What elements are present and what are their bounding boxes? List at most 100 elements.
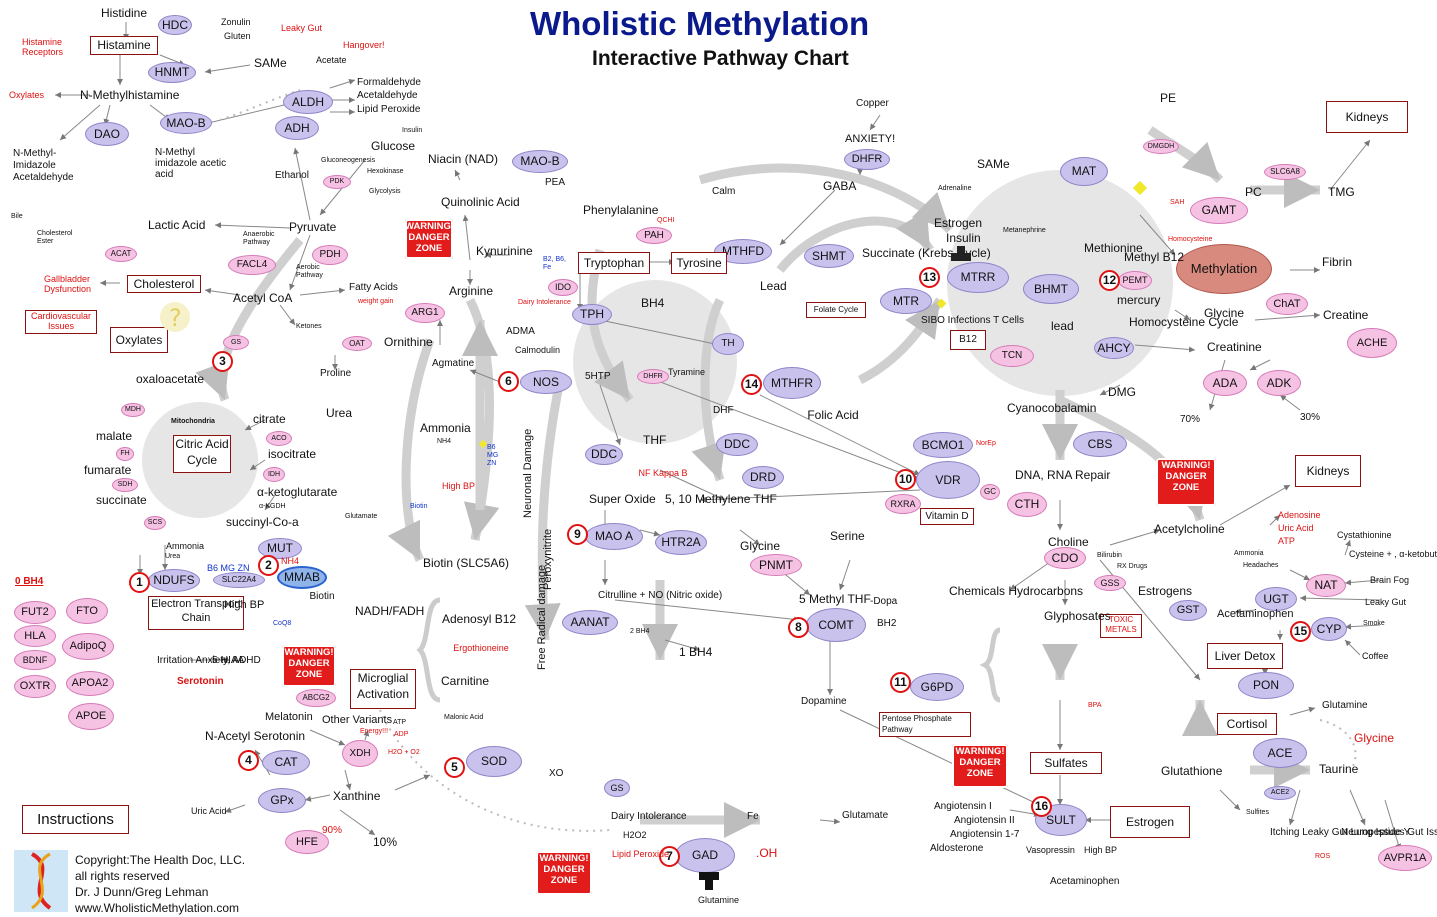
enzyme-avpr1a[interactable]: AVPR1A: [1378, 845, 1432, 871]
box-vitamin-d[interactable]: Vitamin D: [920, 508, 974, 525]
enzyme-mthfr[interactable]: MTHFR: [763, 367, 821, 399]
enzyme-hfe[interactable]: HFE: [285, 830, 329, 854]
box-liver-detox[interactable]: Liver Detox: [1207, 643, 1283, 669]
enzyme-dao[interactable]: DAO: [85, 122, 129, 146]
enzyme-gamt[interactable]: GAMT: [1190, 197, 1248, 224]
enzyme-gst[interactable]: GST: [1169, 600, 1207, 621]
enzyme-cdo[interactable]: CDO: [1044, 547, 1086, 569]
enzyme-ugt[interactable]: UGT: [1255, 587, 1297, 611]
enzyme-fh[interactable]: FH: [116, 447, 134, 461]
enzyme-shmt[interactable]: SHMT: [804, 244, 854, 268]
step-14-badge[interactable]: 14: [741, 374, 762, 395]
box-sulfates[interactable]: Sulfates: [1030, 752, 1102, 774]
enzyme-ddc-1[interactable]: DDC: [585, 444, 623, 465]
enzyme-slc6a8[interactable]: SLC6A8: [1264, 164, 1306, 180]
step-13-badge[interactable]: 13: [919, 267, 940, 288]
enzyme-methylation[interactable]: Methylation: [1176, 244, 1272, 294]
enzyme-ahcy[interactable]: AHCY: [1094, 337, 1134, 359]
enzyme-adk[interactable]: ADK: [1257, 370, 1301, 396]
enzyme-ace[interactable]: ACE: [1253, 738, 1307, 768]
enzyme-ddc-2[interactable]: DDC: [716, 433, 758, 456]
enzyme-ace2[interactable]: ACE2: [1264, 786, 1296, 800]
enzyme-chat[interactable]: ChAT: [1266, 293, 1308, 315]
enzyme-bcmo1[interactable]: BCMO1: [913, 432, 973, 458]
step-8-badge[interactable]: 8: [788, 617, 809, 638]
variant-bdnf[interactable]: BDNF: [14, 650, 56, 670]
enzyme-aanat[interactable]: AANAT: [562, 610, 618, 635]
variant-oxtr[interactable]: OXTR: [14, 675, 56, 698]
enzyme-sdh[interactable]: SDH: [112, 478, 138, 492]
enzyme-vdr[interactable]: VDR: [916, 461, 980, 499]
enzyme-cth[interactable]: CTH: [1007, 492, 1047, 517]
enzyme-ache[interactable]: ACHE: [1347, 328, 1397, 358]
enzyme-idh[interactable]: IDH: [263, 467, 285, 482]
step-7-badge[interactable]: 7: [659, 846, 680, 867]
variant-fto[interactable]: FTO: [66, 598, 108, 624]
enzyme-dhfr-1[interactable]: DHFR: [637, 369, 669, 384]
step-16-badge[interactable]: 16: [1031, 796, 1052, 817]
box-estrogen[interactable]: Estrogen: [1110, 806, 1190, 838]
box-histamine[interactable]: Histamine: [90, 36, 158, 55]
enzyme-facl4[interactable]: FACL4: [228, 255, 276, 275]
warning-danger-zone-1[interactable]: WARNING! DANGER ZONE: [405, 219, 454, 259]
box-tyrosine[interactable]: Tyrosine: [671, 252, 727, 274]
step-10-badge[interactable]: 10: [895, 469, 916, 490]
enzyme-mut[interactable]: MUT: [258, 538, 302, 559]
box-pentose-phosphate-pathway[interactable]: Pentose Phosphate Pathway: [879, 712, 971, 737]
enzyme-comt[interactable]: COMT: [806, 608, 866, 642]
variant-adipoq[interactable]: AdipoQ: [62, 633, 114, 660]
box-cardiovascular-issues[interactable]: Cardiovascular Issues: [25, 310, 97, 334]
enzyme-nos[interactable]: NOS: [520, 370, 572, 394]
enzyme-mthfd[interactable]: MTHFD: [714, 239, 772, 264]
box-electron-transport-chain[interactable]: Electron Transport Chain: [148, 596, 244, 630]
box-toxic-metals[interactable]: TOXIC METALS: [1100, 614, 1142, 638]
enzyme-pah[interactable]: PAH: [636, 227, 672, 244]
enzyme-gs-2[interactable]: GS: [604, 779, 630, 797]
enzyme-abcg2[interactable]: ABCG2: [296, 689, 336, 707]
warning-danger-zone-2[interactable]: WARNING! DANGER ZONE: [282, 645, 336, 687]
enzyme-tcn[interactable]: TCN: [990, 345, 1034, 367]
enzyme-sod[interactable]: SOD: [466, 746, 522, 777]
box-tryptophan[interactable]: Tryptophan: [578, 252, 650, 274]
step-12-badge[interactable]: 12: [1099, 270, 1120, 291]
enzyme-tph[interactable]: TPH: [572, 304, 612, 325]
step-6-badge[interactable]: 6: [498, 371, 519, 392]
enzyme-bhmt[interactable]: BHMT: [1023, 274, 1079, 304]
enzyme-pnmt[interactable]: PNMT: [750, 554, 802, 576]
warning-danger-zone-3[interactable]: WARNING! DANGER ZONE: [536, 851, 592, 895]
enzyme-th[interactable]: TH: [712, 333, 744, 355]
step-11-badge[interactable]: 11: [890, 672, 911, 693]
enzyme-htr2a[interactable]: HTR2A: [655, 530, 707, 555]
enzyme-dmgdh[interactable]: DMGDH: [1143, 139, 1179, 154]
enzyme-cat[interactable]: CAT: [262, 750, 310, 775]
enzyme-ido[interactable]: IDO: [548, 279, 578, 296]
enzyme-aldh[interactable]: ALDH: [283, 90, 333, 114]
enzyme-cbs[interactable]: CBS: [1073, 431, 1127, 457]
enzyme-acat[interactable]: ACAT: [105, 246, 137, 262]
box-b12[interactable]: B12: [950, 330, 986, 350]
enzyme-pon[interactable]: PON: [1238, 672, 1294, 699]
box-citric-acid-cycle[interactable]: Citric Acid Cycle: [173, 435, 231, 473]
enzyme-pdh[interactable]: PDH: [312, 245, 348, 265]
box-folate-cycle[interactable]: Folate Cycle: [806, 302, 866, 318]
enzyme-oat[interactable]: OAT: [342, 336, 372, 351]
enzyme-adh[interactable]: ADH: [275, 116, 319, 140]
enzyme-pemt[interactable]: PEMT: [1118, 271, 1152, 290]
enzyme-pdk[interactable]: PDK: [323, 175, 351, 189]
enzyme-mao-a[interactable]: MAO A: [585, 523, 643, 550]
enzyme-hnmt[interactable]: HNMT: [148, 62, 196, 83]
enzyme-mdh[interactable]: MDH: [121, 403, 145, 417]
step-3-badge[interactable]: 3: [212, 351, 233, 372]
variant-hla[interactable]: HLA: [14, 625, 56, 647]
box-oxylates[interactable]: Oxylates: [110, 327, 168, 353]
box-cortisol[interactable]: Cortisol: [1217, 713, 1277, 735]
warning-danger-zone-4[interactable]: WARNING! DANGER ZONE: [1156, 458, 1216, 506]
enzyme-g6pd[interactable]: G6PD: [910, 673, 964, 701]
enzyme-scs[interactable]: SCS: [144, 516, 166, 530]
enzyme-mao-b-2[interactable]: MAO-B: [512, 150, 568, 173]
box-kidneys-mid[interactable]: Kidneys: [1295, 455, 1361, 487]
step-1-badge[interactable]: 1: [129, 572, 150, 593]
enzyme-ndufs[interactable]: NDUFS: [148, 569, 200, 592]
variant-fut2[interactable]: FUT2: [14, 601, 56, 624]
step-4-badge[interactable]: 4: [238, 750, 259, 771]
